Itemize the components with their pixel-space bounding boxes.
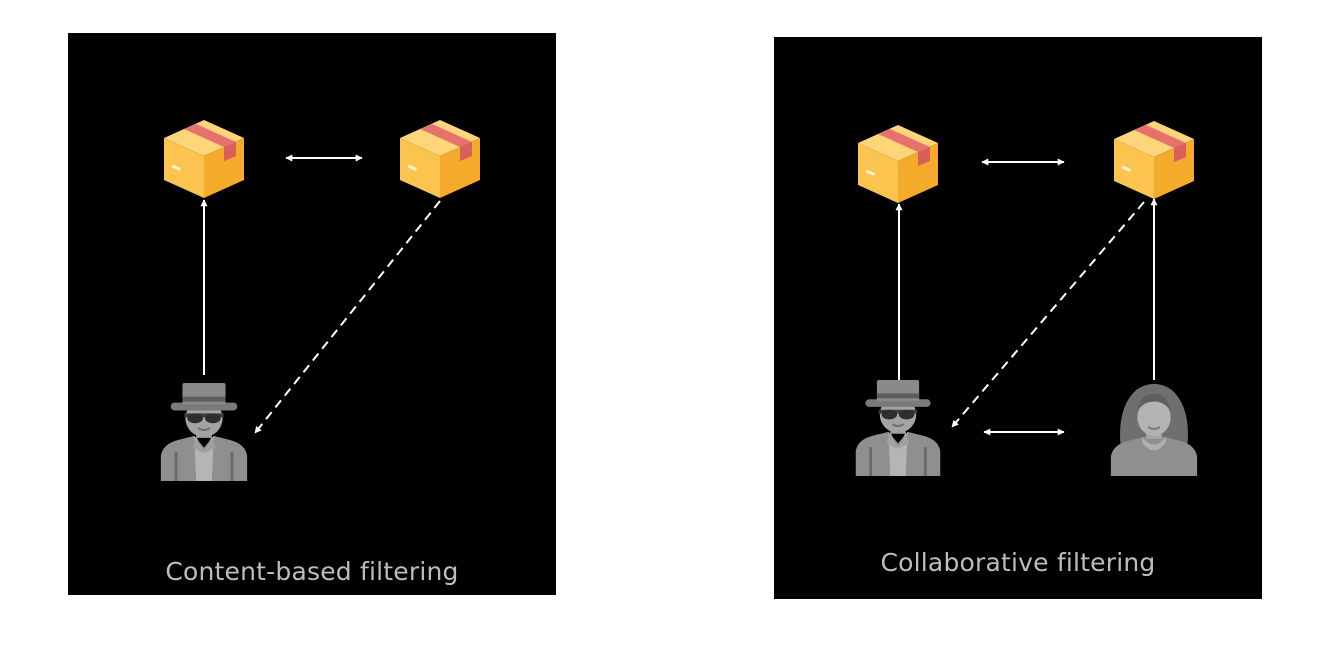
panel-caption: Collaborative filtering xyxy=(880,548,1156,577)
package-box-icon xyxy=(164,120,244,198)
woman-with-long-hair-icon xyxy=(1109,382,1199,476)
man-in-hat-and-sunglasses-icon xyxy=(854,380,942,476)
package-box-icon xyxy=(1114,121,1194,199)
content-based-diagram xyxy=(159,120,480,481)
content-based-panel: Content-based filtering xyxy=(68,33,556,595)
collaborative-panel: Collaborative filtering xyxy=(774,37,1262,599)
package-box-icon xyxy=(858,125,938,203)
package-box-icon xyxy=(400,120,480,198)
recommendation-arrow xyxy=(254,200,441,434)
man-in-hat-and-sunglasses-icon xyxy=(159,383,249,481)
collaborative-diagram xyxy=(854,121,1199,476)
recommendation-arrow xyxy=(951,201,1145,428)
panel-caption: Content-based filtering xyxy=(165,557,459,586)
